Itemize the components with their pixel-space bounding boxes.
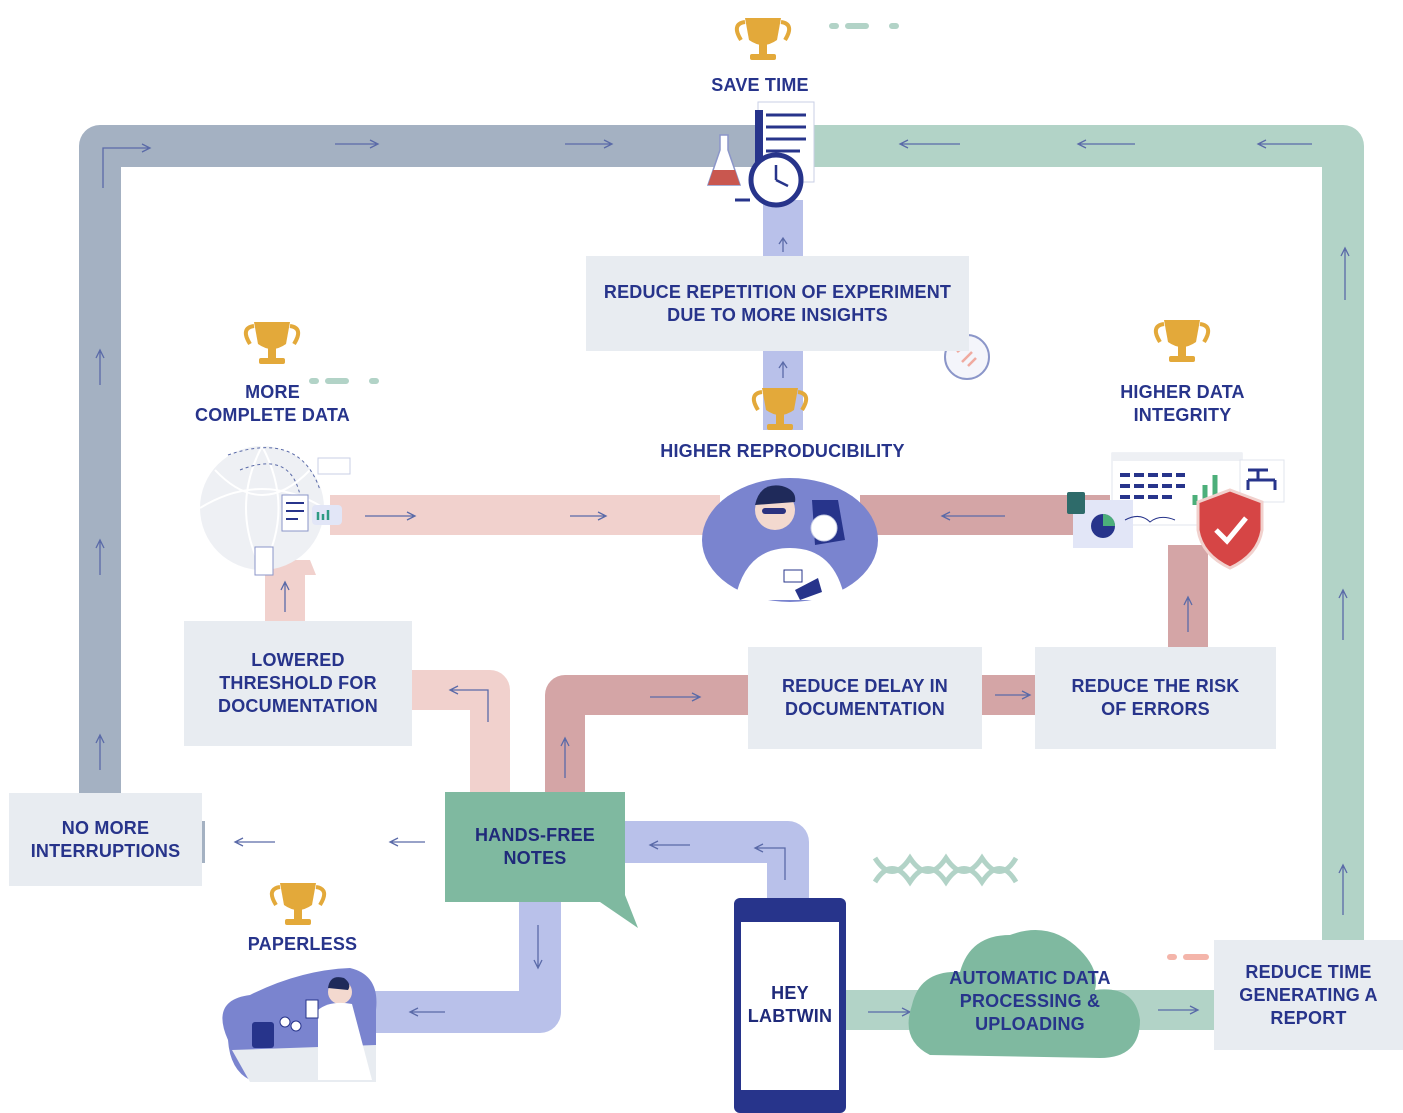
arrow-up-icon — [95, 538, 105, 575]
arrow-up-icon — [280, 580, 290, 612]
step-hands-free-notes: HANDS-FREE NOTES — [474, 825, 595, 868]
arrow-corner-icon — [448, 685, 489, 722]
step-reduce-risk: REDUCE THE RISK OF ERRORS — [1035, 647, 1276, 749]
trophy-icons — [243, 18, 1211, 925]
reproducibility-illustration — [702, 478, 878, 602]
arrow-up-icon — [778, 360, 788, 378]
arrow-left-icon — [388, 837, 425, 847]
step-lowered-threshold: LOWERED THRESHOLD FOR DOCUMENTATION — [184, 621, 412, 746]
arrow-right-icon — [570, 511, 608, 521]
arrow-left-icon — [898, 139, 960, 149]
arrow-corner-icon — [102, 143, 152, 188]
goal-paperless: PAPERLESS — [247, 933, 358, 954]
trophy-icon — [751, 388, 809, 430]
trophy-icon — [243, 322, 301, 364]
data-integrity-illustration — [1067, 452, 1285, 570]
goal-more-complete-data: MORE COMPLETE DATA — [195, 382, 350, 425]
arrow-left-icon — [648, 840, 690, 850]
step-reduce-repetition: REDUCE REPETITION OF EXPERIMENT DUE TO M… — [586, 256, 969, 351]
complete-data-illustration — [199, 445, 351, 576]
trophy-icon — [1153, 320, 1211, 362]
lavender-paperless-path — [370, 900, 561, 1033]
arrow-right-icon — [1158, 1005, 1200, 1015]
arrow-left-icon — [1256, 139, 1312, 149]
arrow-up-icon — [1340, 246, 1350, 300]
arrow-up-icon — [1338, 863, 1348, 915]
arrow-up-icon — [1183, 595, 1193, 632]
arrow-up-icon — [1338, 588, 1348, 640]
flow-arrows — [95, 139, 1350, 1017]
arrow-right-icon — [650, 692, 702, 702]
paperless-illustration — [222, 968, 377, 1082]
step-hey-labtwin: HEY LABTWIN — [747, 983, 833, 1026]
arrow-right-icon — [565, 139, 614, 149]
pink-threshold-path — [410, 670, 510, 800]
step-automatic-processing: AUTOMATIC DATA PROCESSING & UPLOADING — [949, 967, 1111, 1034]
arrow-up-icon — [778, 236, 788, 252]
step-reduce-delay: REDUCE DELAY IN DOCUMENTATION — [748, 647, 982, 749]
arrow-left-icon — [940, 511, 1005, 521]
arrow-up-icon — [560, 736, 570, 778]
rose-delay-path — [545, 675, 750, 800]
arrow-right-icon — [365, 511, 417, 521]
arrow-left-icon — [1076, 139, 1135, 149]
arrow-right-icon — [995, 690, 1032, 700]
goal-higher-reproducibility: HIGHER REPRODUCIBILITY — [660, 440, 905, 461]
dna-helix-icon — [872, 853, 1019, 887]
save-time-illustration — [706, 101, 815, 208]
trophy-icon — [269, 883, 327, 925]
arrow-up-icon — [95, 733, 105, 770]
arrow-left-icon — [408, 1007, 445, 1017]
lavender-phone-path — [620, 821, 809, 905]
mint-loop-path — [800, 125, 1364, 940]
trophy-icon — [734, 18, 792, 60]
cloud-shape — [908, 930, 1140, 1058]
goal-save-time: SAVE TIME — [711, 74, 809, 95]
hands-free-bubble — [445, 792, 638, 928]
step-no-interruptions: NO MORE INTERRUPTIONS — [9, 793, 202, 886]
arrow-left-icon — [233, 837, 275, 847]
step-reduce-report-time: REDUCE TIME GENERATING A REPORT — [1214, 940, 1403, 1050]
phone-device — [734, 898, 846, 1113]
arrow-corner-icon — [753, 843, 786, 880]
goal-higher-data-integrity: HIGHER DATA INTEGRITY — [1120, 382, 1245, 425]
arrow-down-icon — [533, 925, 543, 970]
arrow-right-icon — [335, 139, 380, 149]
arrow-up-icon — [95, 348, 105, 385]
